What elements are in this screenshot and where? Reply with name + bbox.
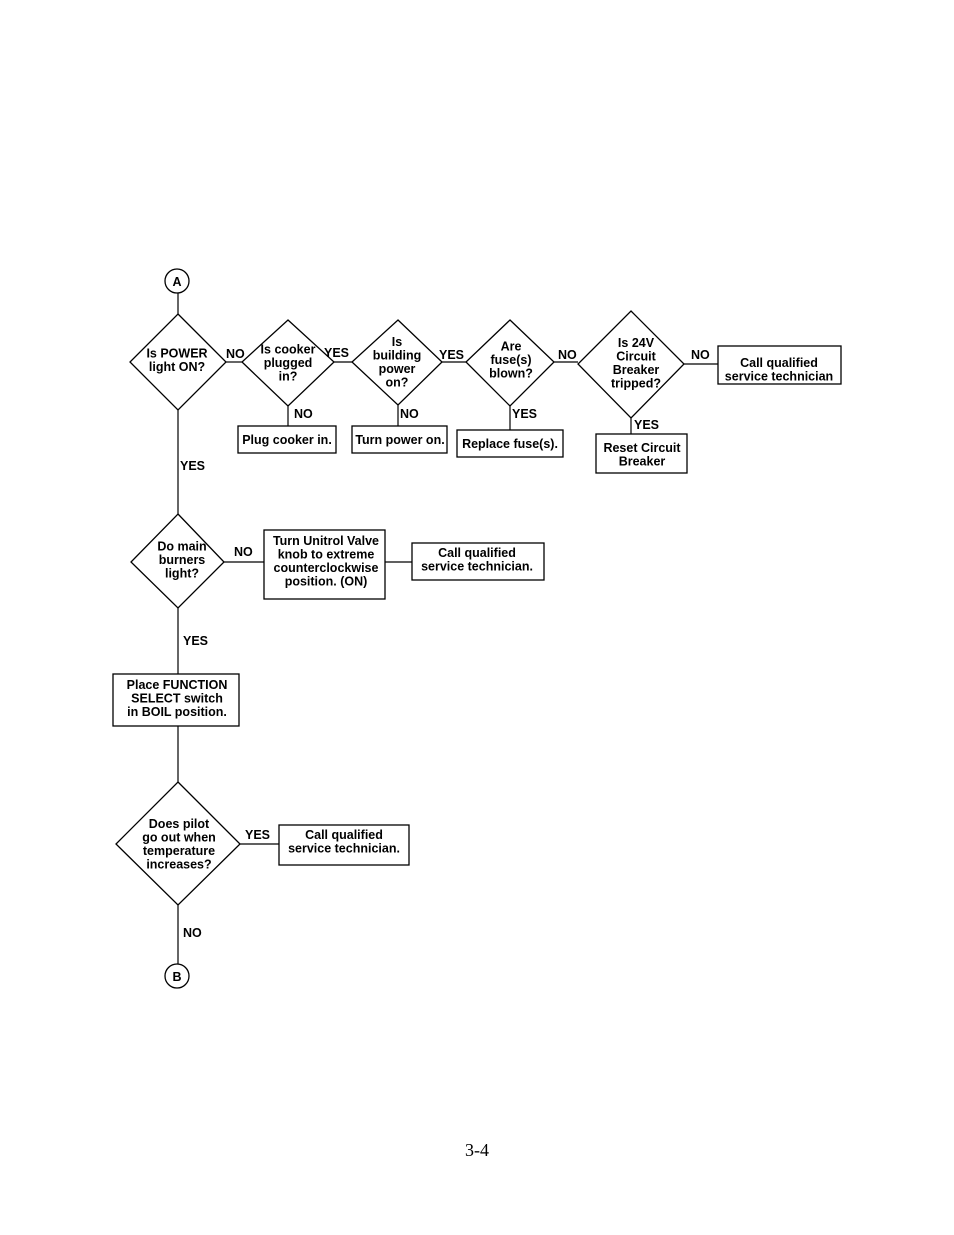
text-line: Call qualified	[305, 828, 383, 842]
text-line: Circuit	[616, 349, 656, 363]
text-line: position. (ON)	[285, 575, 368, 589]
text-line: Is cooker	[261, 343, 316, 357]
label-power-yes: YES	[180, 459, 205, 473]
text-line: Turn Unitrol Valve	[273, 534, 379, 548]
label-fuses-yes: YES	[512, 407, 537, 421]
connector-a-label: A	[172, 275, 181, 289]
text-line: Is	[392, 335, 402, 349]
label-fuses-no: NO	[558, 348, 577, 362]
text-line: blown?	[489, 367, 533, 381]
label-cooker-no: NO	[294, 407, 313, 421]
edge-labels: NO YES YES NO YES NO NO YES NO YES NO YE…	[180, 346, 710, 940]
label-pilot-no: NO	[183, 926, 202, 940]
text-line: Breaker	[613, 363, 660, 377]
label-burners-no: NO	[234, 545, 253, 559]
text-line: Call qualified	[438, 546, 516, 560]
text-line: tripped?	[611, 376, 661, 390]
connector-a: A	[164, 268, 190, 294]
label-building-no: NO	[400, 407, 419, 421]
flow-lines	[177, 292, 718, 964]
text-line: Replace fuse(s).	[462, 437, 558, 451]
text-line: light?	[165, 567, 199, 581]
text-line: on?	[386, 375, 409, 389]
action-replace-fuses-text: Replace fuse(s).	[462, 437, 558, 451]
text-line: Place FUNCTION	[127, 678, 228, 692]
label-cooker-yes: YES	[324, 346, 349, 360]
text-line: SELECT switch	[131, 692, 223, 706]
text-line: light ON?	[149, 360, 205, 374]
text-line: knob to extreme	[278, 548, 375, 562]
text-line: Are	[501, 340, 522, 354]
text-line: Turn power on.	[355, 433, 444, 447]
text-line: Does pilot	[149, 817, 210, 831]
text-line: Do main	[157, 540, 206, 554]
label-breaker-no: NO	[691, 348, 710, 362]
text-line: Call qualified	[740, 356, 818, 370]
text-line: Is POWER	[146, 346, 207, 360]
action-turn-power-on: Turn power on.	[351, 425, 448, 454]
text-line: service technician	[725, 370, 833, 384]
text-line: Breaker	[619, 455, 666, 469]
text-line: Plug cooker in.	[242, 433, 332, 447]
text-line: Reset Circuit	[603, 441, 681, 455]
connector-b-label: B	[172, 970, 181, 984]
text-line: in BOIL position.	[127, 705, 227, 719]
page-number: 3-4	[465, 1140, 489, 1160]
text-line: temperature	[143, 844, 215, 858]
action-replace-fuses: Replace fuse(s).	[456, 429, 564, 458]
text-line: power	[379, 362, 416, 376]
text-line: plugged	[264, 356, 313, 370]
text-line: in?	[279, 370, 298, 384]
label-pilot-yes: YES	[245, 828, 270, 842]
action-turn-power-on-text: Turn power on.	[355, 433, 444, 447]
text-line: burners	[159, 553, 206, 567]
text-line: Is 24V	[618, 336, 655, 350]
text-line: go out when	[142, 830, 216, 844]
text-line: fuse(s)	[491, 353, 532, 367]
label-burners-yes: YES	[183, 634, 208, 648]
text-line: service technician.	[288, 842, 400, 856]
connector-b: B	[164, 963, 190, 989]
action-plug-in: Plug cooker in.	[237, 425, 337, 454]
text-line: increases?	[146, 857, 211, 871]
text-line: counterclockwise	[274, 561, 379, 575]
text-line: service technician.	[421, 560, 533, 574]
text-line: building	[373, 348, 422, 362]
action-plug-in-text: Plug cooker in.	[242, 433, 332, 447]
label-power-no: NO	[226, 347, 245, 361]
label-building-yes: YES	[439, 348, 464, 362]
label-breaker-yes: YES	[634, 418, 659, 432]
